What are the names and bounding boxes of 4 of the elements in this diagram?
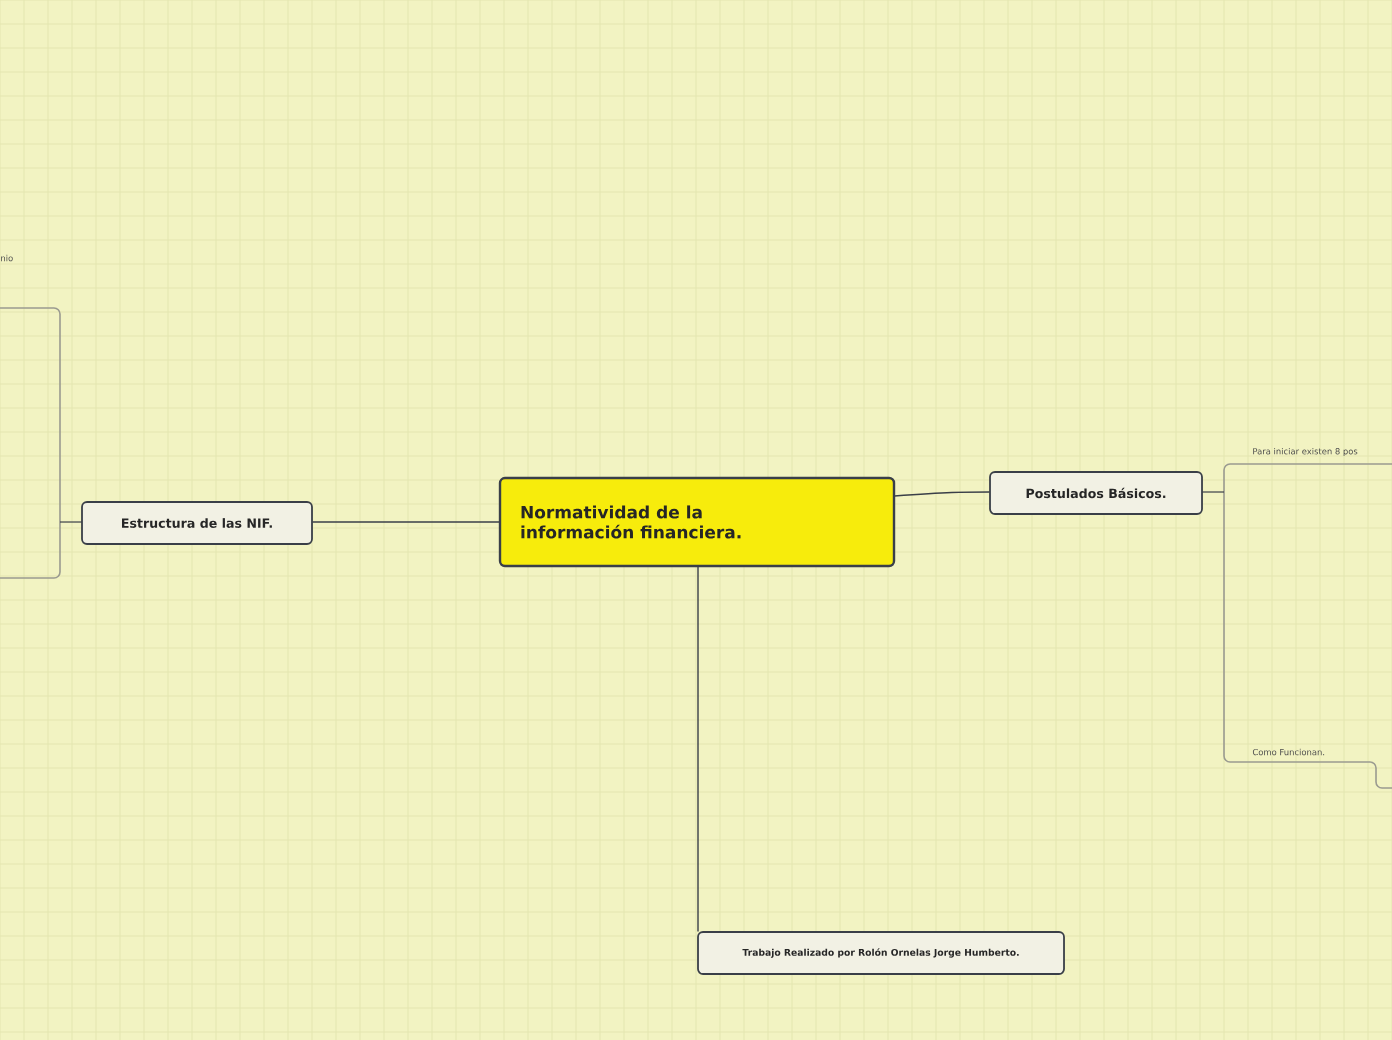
connector-line: [893, 491, 991, 497]
connector-line: [311, 521, 501, 523]
connector-line: [697, 565, 699, 933]
central-topic-box: Normatividad de la información financiera.: [498, 476, 896, 568]
